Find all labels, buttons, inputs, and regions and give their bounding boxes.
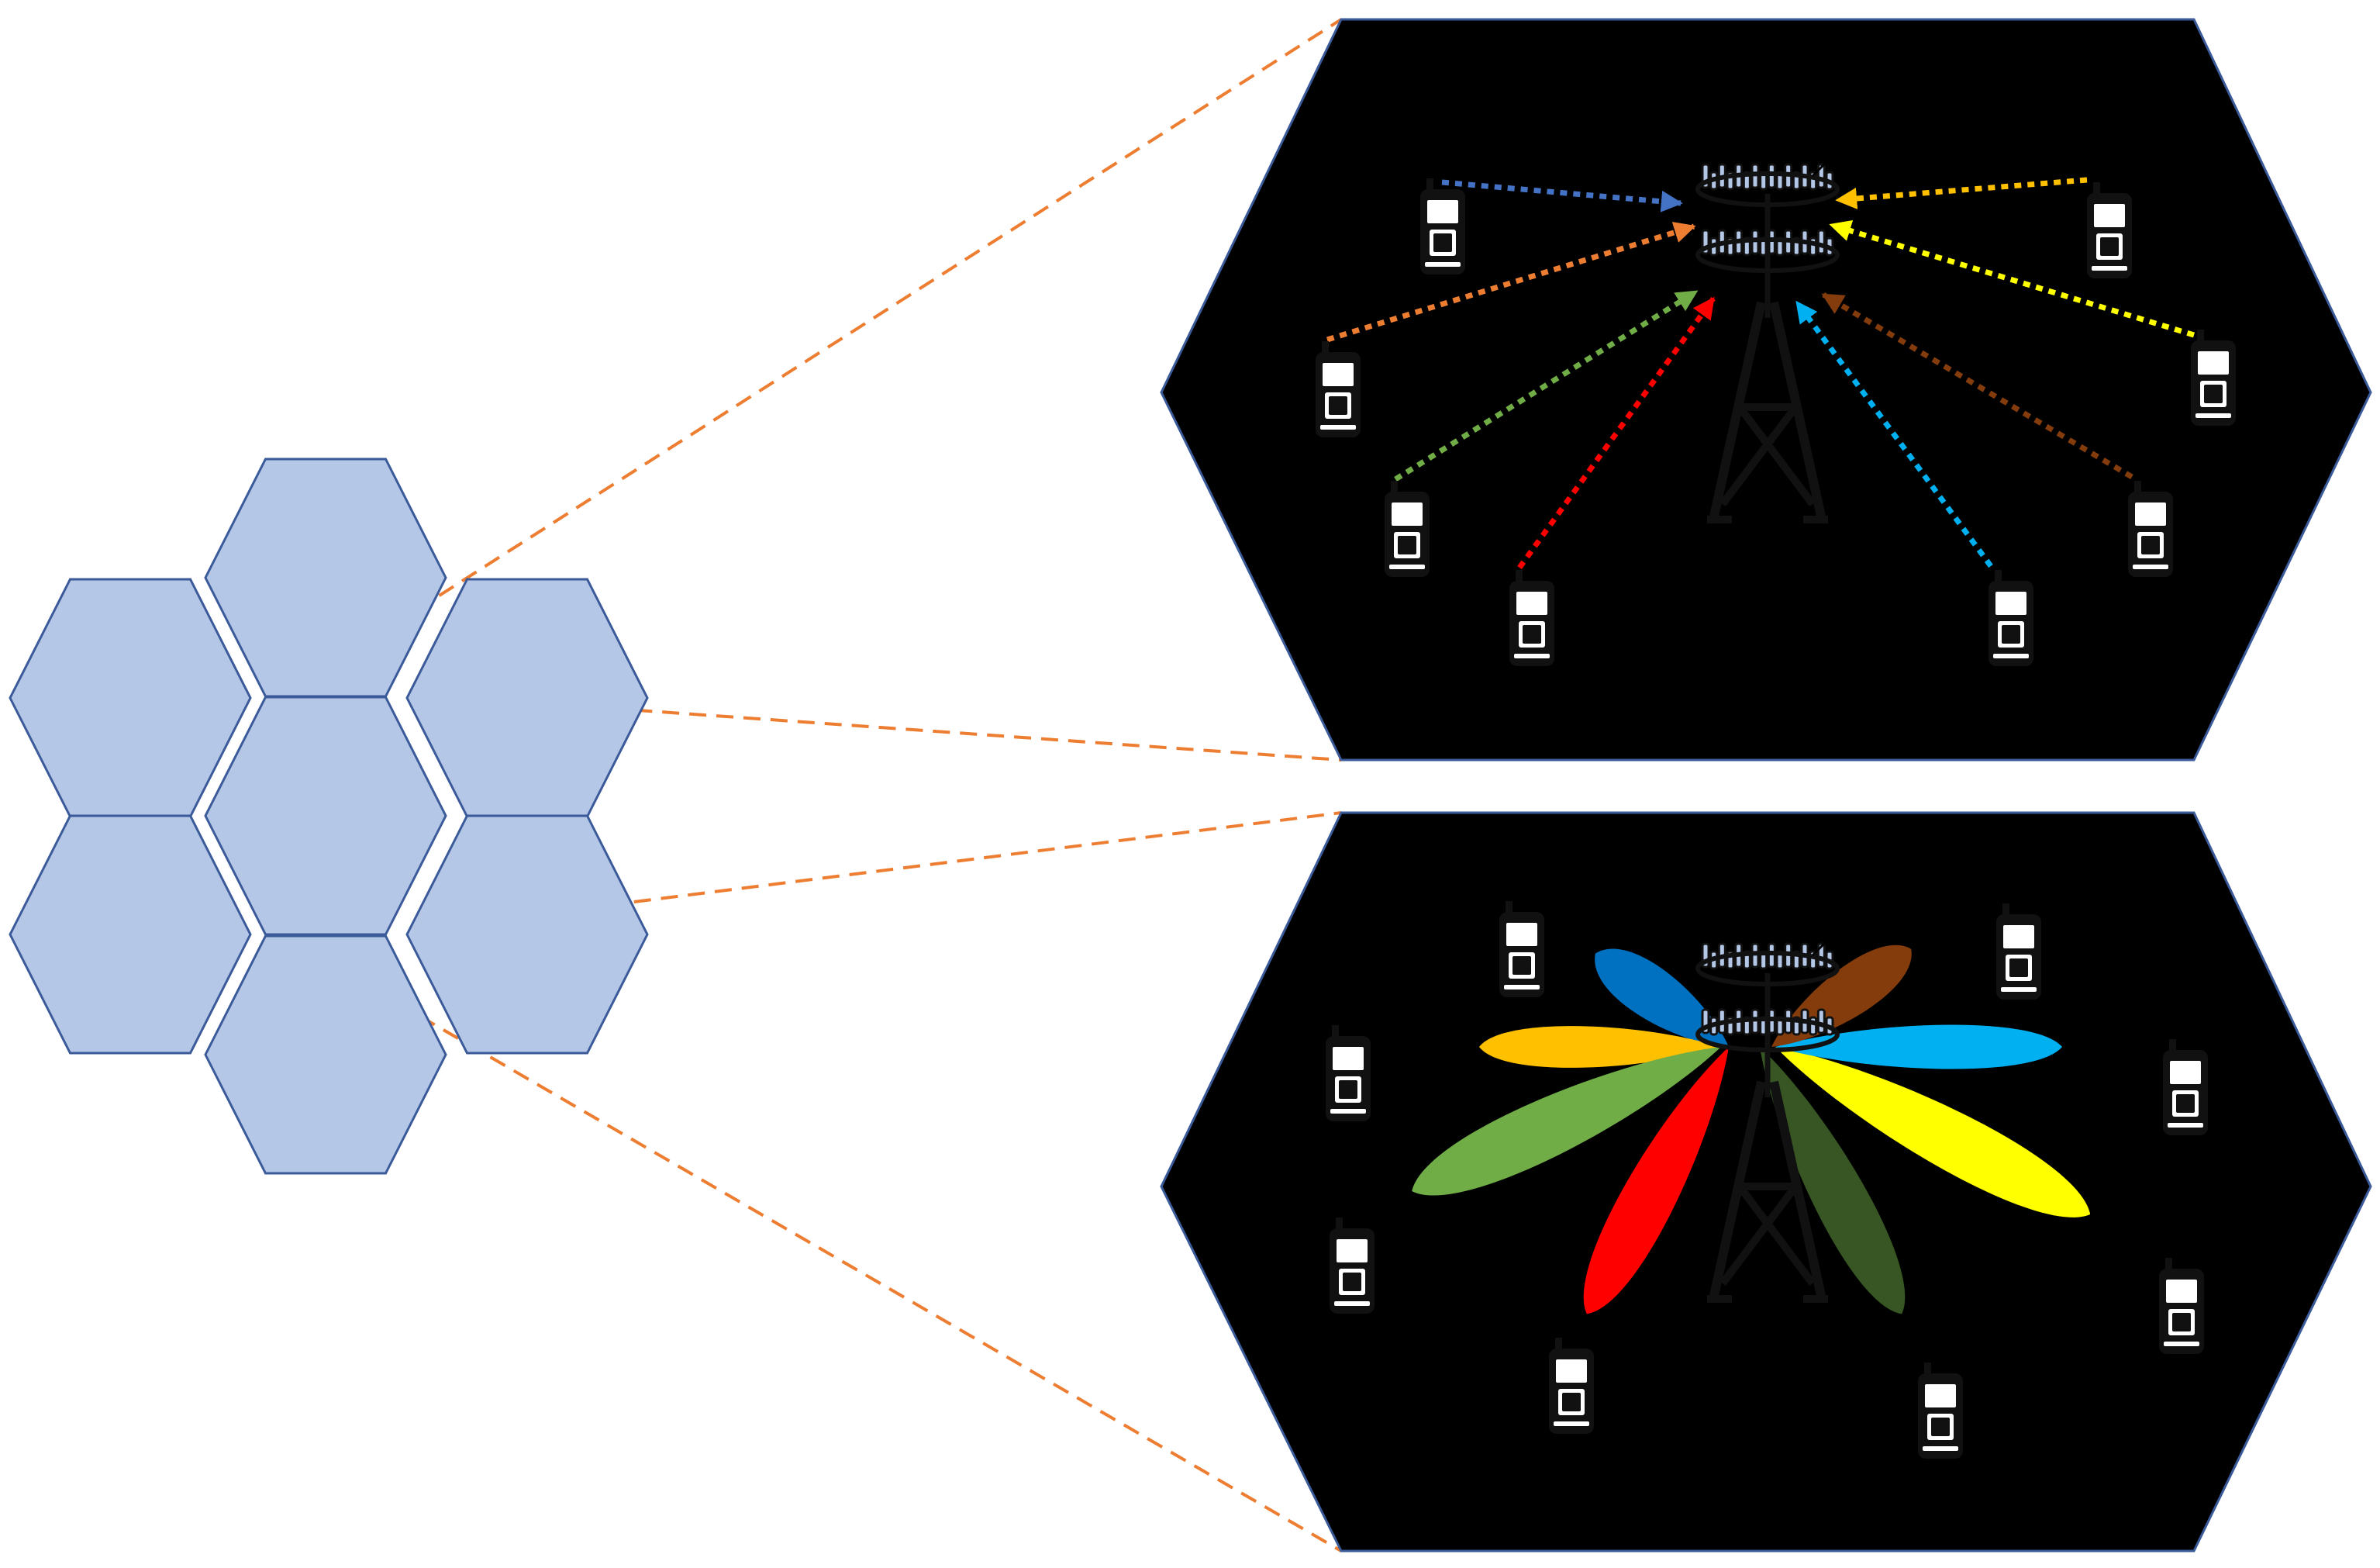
mobile-phone-icon — [1549, 1338, 1594, 1434]
hexagon-cell-icon — [9, 578, 252, 818]
uplink-arrow — [1795, 300, 1993, 568]
mobile-phone-icon — [1996, 903, 2041, 1000]
beam-lobe-icon — [1775, 1024, 2062, 1069]
zoom-line-uplink-top — [278, 18, 1343, 699]
hexagon-cell-icon — [9, 814, 252, 1055]
zoom-line-uplink-bottom — [418, 693, 1342, 762]
base-station-tower-icon — [1695, 163, 1840, 523]
downlink-ue-group — [1326, 901, 2208, 1459]
mobile-phone-icon — [2128, 481, 2173, 577]
hexagon-cell-icon — [204, 458, 447, 698]
antenna-ring — [1695, 163, 1840, 207]
downlink-panel: BS UE Downlink — [1160, 811, 2372, 1552]
mobile-phone-icon — [1989, 570, 2033, 666]
uplink-arrow — [1394, 289, 1699, 482]
beam-lobe-icon — [1583, 1047, 1729, 1314]
beam-lobe-icon — [1412, 1047, 1721, 1196]
uplink-panel: BS UE Uplink — [1160, 18, 2372, 762]
uplink-ue-group — [1316, 178, 2236, 666]
hexagon-cell-icon — [405, 814, 649, 1055]
uplink-arrows — [1326, 177, 2195, 570]
zoom-lines — [278, 18, 1343, 1552]
mobile-phone-icon — [2159, 1258, 2204, 1354]
tower-mast — [1707, 194, 1828, 523]
base-station-tower-icon — [1695, 942, 1840, 1303]
uplink-arrow — [1441, 179, 1683, 212]
beam-lobe-icon — [1595, 948, 1729, 1047]
mobile-phone-icon — [1420, 178, 1465, 275]
hexagon-cell-icon — [204, 934, 447, 1175]
mobile-phone-icon — [1316, 341, 1361, 437]
uplink-arrow — [1835, 177, 2088, 209]
uplink-arrow — [1517, 296, 1716, 570]
mobile-phone-icon — [1385, 481, 1430, 577]
mobile-phone-icon — [2191, 330, 2236, 426]
mobile-phone-icon — [1330, 1217, 1375, 1314]
downlink-title: Downlink — [1705, 1504, 1840, 1538]
hexagon-cell-cluster — [9, 458, 649, 1175]
downlink-cell-hexagon — [1160, 811, 2372, 1552]
beam-lobe-icon — [1479, 1026, 1719, 1068]
mobile-phone-icon — [2163, 1039, 2208, 1135]
tower-mast — [1707, 973, 1828, 1303]
downlink-ue-label: UE — [2295, 1198, 2335, 1232]
antenna-ring — [1695, 229, 1840, 273]
uplink-ue-label: UE — [2234, 253, 2275, 287]
zoom-line-downlink-top — [418, 811, 1342, 931]
uplink-ue-pointer-2 — [2230, 294, 2256, 341]
mobile-phone-icon — [2087, 182, 2132, 278]
downlink-ue-pointer-2 — [2214, 1232, 2287, 1335]
downlink-ue-pointer-1 — [2209, 1110, 2295, 1200]
mobile-phone-icon — [1918, 1363, 1963, 1459]
uplink-arrow — [1829, 219, 2195, 338]
zoom-line-downlink-bottom — [278, 933, 1343, 1552]
downlink-bs-pointer — [1811, 910, 1858, 957]
hexagon-cell-icon — [405, 578, 649, 818]
beam-lobe-icon — [1760, 1047, 1906, 1314]
uplink-bs-label: BS — [1825, 102, 1864, 136]
downlink-bs-label: BS — [1825, 880, 1864, 914]
mobile-phone-icon — [1326, 1025, 1371, 1121]
uplink-arrow — [1326, 222, 1696, 343]
uplink-title: Uplink — [1721, 710, 1813, 744]
uplink-ue-pointer-1 — [2151, 214, 2232, 256]
mobile-phone-icon — [1499, 901, 1544, 997]
beam-lobe-icon — [1775, 1047, 2091, 1217]
uplink-bs-pointer — [1811, 130, 1858, 178]
mobile-phone-icon — [1509, 570, 1554, 666]
hexagon-cell-icon — [204, 696, 447, 936]
